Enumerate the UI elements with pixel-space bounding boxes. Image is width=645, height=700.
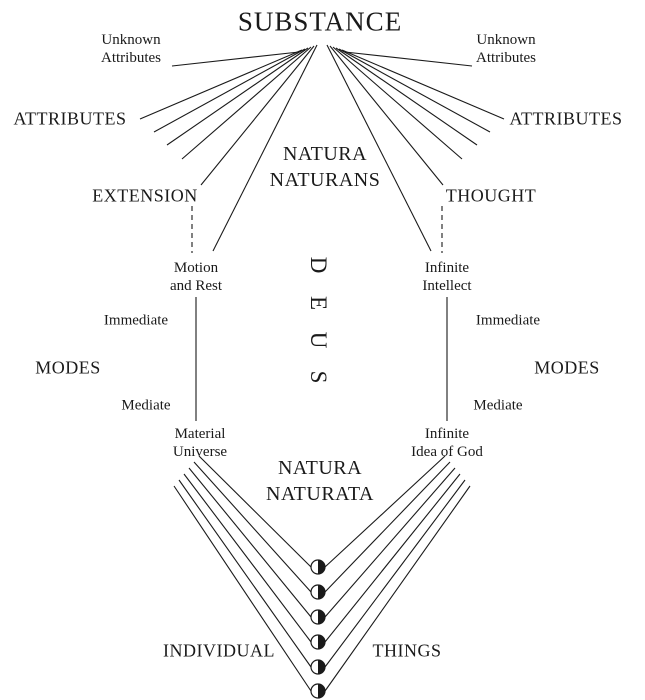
material-universe-label: Material Universe	[173, 425, 227, 461]
individual-thing-node	[310, 634, 326, 650]
natura-naturata-line2: NATURATA	[266, 483, 374, 505]
infinite-idea-of-god-line2: Idea of God	[411, 444, 483, 460]
ray-line	[171, 51, 300, 67]
ray-line	[153, 48, 306, 133]
individual-thing-nodes	[310, 559, 326, 699]
ray-line	[341, 49, 505, 120]
modes-right-label: MODES	[534, 357, 600, 378]
immediate-left-label: Immediate	[103, 312, 169, 329]
natura-naturans-line1: NATURA	[282, 143, 368, 165]
attributes-left-label: ATTRIBUTES	[13, 108, 127, 129]
deus-letter-e: E	[306, 295, 331, 311]
material-universe-line1: Material	[174, 426, 226, 442]
ray-line	[200, 45, 315, 186]
individual-thing-node	[310, 683, 326, 699]
thought-label: THOUGHT	[445, 185, 537, 206]
natura-naturans-line2: NATURANS	[269, 169, 381, 191]
unknown-attributes-right-line2: Attributes	[476, 50, 536, 66]
unknown-attributes-left-label: Unknown Attributes	[101, 31, 161, 67]
extension-label: EXTENSION	[92, 185, 198, 206]
ray-line	[329, 45, 444, 186]
converging-line	[193, 461, 312, 593]
mediate-left-label: Mediate	[121, 397, 171, 414]
deus-letter-u: U	[306, 331, 331, 349]
infinite-intellect-line2: Intellect	[422, 278, 472, 294]
material-universe-line2: Universe	[172, 444, 228, 460]
ray-line	[166, 47, 309, 146]
things-label: THINGS	[372, 640, 442, 661]
infinite-intellect-line1: Infinite	[424, 260, 470, 276]
ray-line	[326, 44, 432, 252]
converging-line	[188, 467, 312, 618]
attributes-right-label: ATTRIBUTES	[509, 108, 623, 129]
converging-line	[324, 467, 456, 618]
converging-line	[178, 479, 312, 668]
unknown-attributes-left-line2: Attributes	[101, 50, 161, 66]
converging-line	[198, 455, 312, 568]
ray-line	[181, 46, 312, 160]
individual-thing-node	[310, 584, 326, 600]
ray-line	[332, 46, 463, 160]
ray-line	[212, 44, 318, 252]
infinite-idea-of-god-line1: Infinite	[424, 426, 470, 442]
converging-line	[324, 455, 446, 568]
individual-thing-node	[310, 659, 326, 675]
left-converging-bundle	[173, 455, 312, 692]
ray-line	[335, 47, 478, 146]
left-ray-fan	[139, 44, 318, 252]
natura-naturata-line1: NATURA	[277, 457, 363, 479]
right-converging-bundle	[324, 455, 471, 692]
converging-line	[183, 473, 312, 643]
converging-line	[324, 485, 471, 692]
infinite-intellect-label: Infinite Intellect	[422, 259, 471, 295]
mediate-right-label: Mediate	[473, 397, 523, 414]
motion-and-rest-line2: and Rest	[169, 278, 223, 294]
unknown-attributes-left-line1: Unknown	[101, 32, 161, 48]
converging-line	[324, 473, 461, 643]
deus-letter-s: S	[306, 370, 331, 384]
individual-label: INDIVIDUAL	[163, 640, 275, 661]
immediate-right-label: Immediate	[475, 312, 541, 329]
motion-and-rest-label: Motion and Rest	[170, 259, 222, 295]
converging-line	[324, 461, 451, 593]
substance-label: SUBSTANCE	[237, 6, 403, 37]
ray-line	[344, 51, 473, 67]
infinite-idea-of-god-label: Infinite Idea of God	[411, 425, 483, 461]
converging-line	[324, 479, 466, 668]
natura-naturans-label: NATURA NATURANS	[270, 141, 381, 193]
ray-line	[139, 49, 303, 120]
motion-and-rest-line1: Motion	[173, 260, 219, 276]
ray-line	[338, 48, 491, 133]
natura-naturata-label: NATURA NATURATA	[266, 455, 374, 507]
modes-left-label: MODES	[35, 357, 101, 378]
converging-line	[173, 485, 312, 692]
individual-thing-node	[310, 609, 326, 625]
right-ray-fan	[326, 44, 505, 252]
unknown-attributes-right-label: Unknown Attributes	[476, 31, 536, 67]
individual-thing-node	[310, 559, 326, 575]
deus-letter-d: D	[306, 256, 331, 274]
unknown-attributes-right-line1: Unknown	[476, 32, 536, 48]
